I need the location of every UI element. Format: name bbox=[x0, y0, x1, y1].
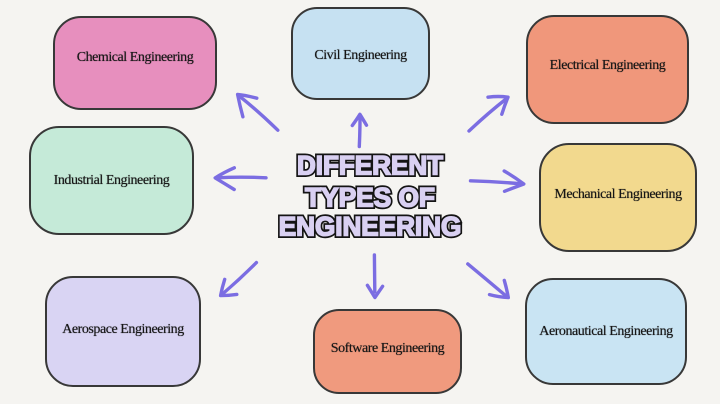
svg-text:DIFFERENT: DIFFERENT bbox=[297, 150, 443, 180]
svg-text:TYPES OF: TYPES OF bbox=[305, 182, 435, 212]
svg-text:TYPES OF: TYPES OF bbox=[305, 182, 435, 212]
svg-text:ENGINEERING: ENGINEERING bbox=[279, 211, 462, 241]
svg-text:DIFFERENT: DIFFERENT bbox=[297, 150, 443, 180]
svg-text:ENGINEERING: ENGINEERING bbox=[279, 211, 462, 241]
